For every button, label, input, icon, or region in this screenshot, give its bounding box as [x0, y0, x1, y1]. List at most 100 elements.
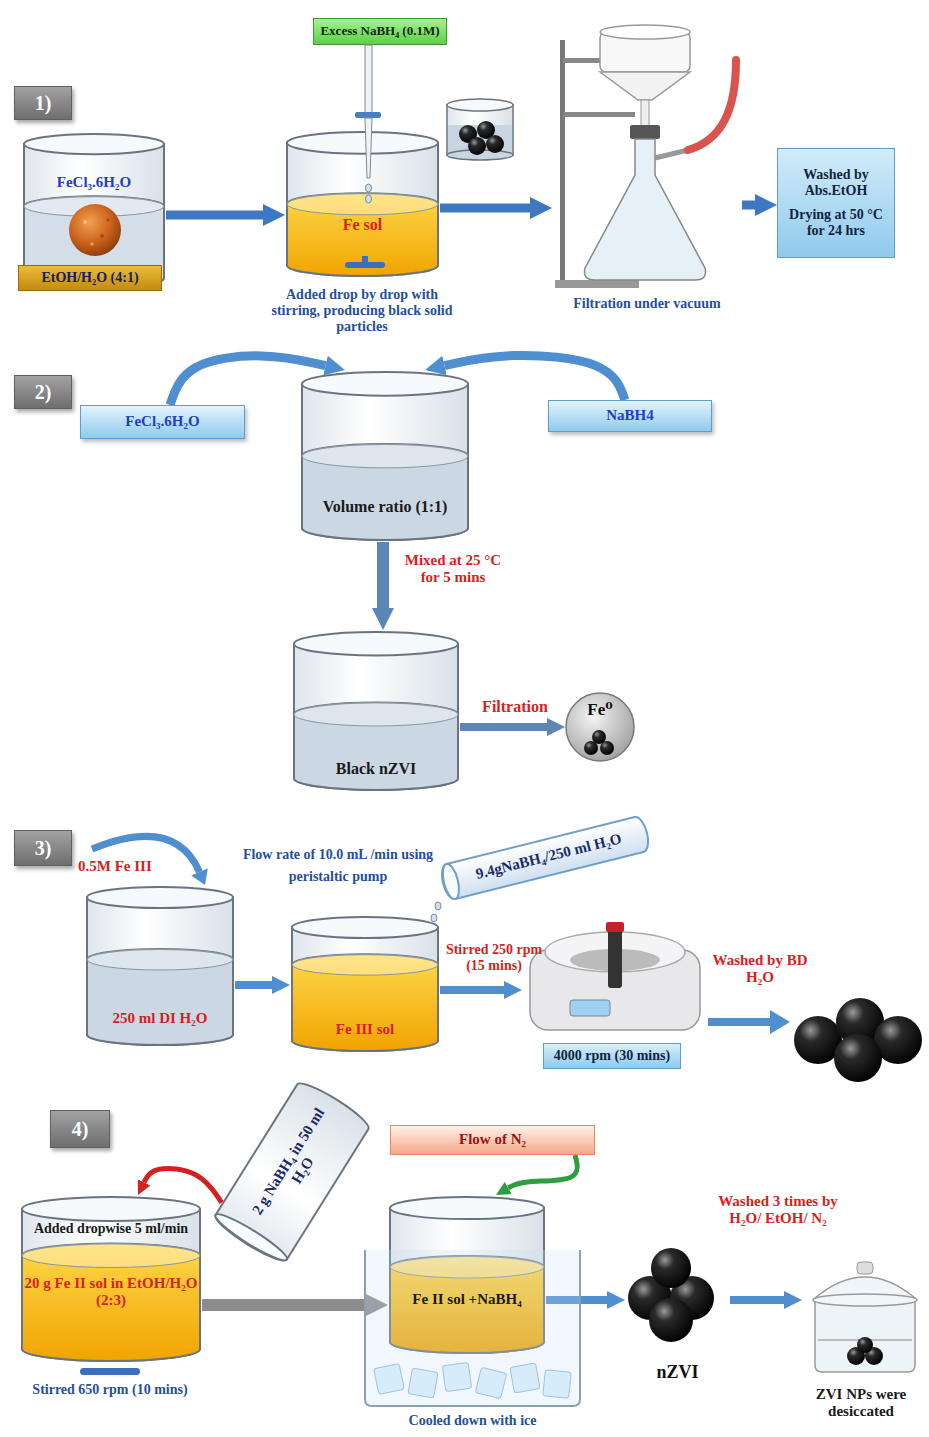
- desiccator: [813, 1262, 917, 1372]
- process-arrow: [166, 211, 263, 220]
- node-text: 250 ml DI H₂O: [113, 1010, 208, 1027]
- step-number: 1): [35, 92, 52, 115]
- desiccator: [847, 1347, 865, 1365]
- solvent-band: EtOH/H₂O (4:1): [18, 265, 162, 291]
- liquid: [302, 444, 468, 540]
- pouring-beaker: 2 g NaBH₄ in 50 ml H₂O: [210, 1077, 375, 1268]
- vacuum-filtration: [563, 112, 635, 117]
- nanoparticles: [628, 1248, 714, 1342]
- node-text: Excess NaBH₄ (0.1M): [320, 24, 439, 39]
- step-badge: 3): [14, 830, 72, 866]
- beaker-body: [287, 143, 438, 276]
- particle-beaker: [447, 99, 513, 111]
- edge-label: Mixed at 25 °C for 5 mins: [398, 552, 508, 587]
- process-arrow: [742, 201, 755, 210]
- stirrer-bar: [80, 1368, 140, 1375]
- liquid: [22, 1243, 200, 1361]
- feed-arrow: [191, 869, 208, 886]
- desiccator: ZVI NPs were desiccated: [802, 1250, 920, 1422]
- annotation: Washed by BD H₂O: [700, 952, 820, 987]
- particle-beaker: [447, 105, 513, 155]
- process-arrow: [445, 355, 625, 400]
- nanoparticles: [834, 1034, 882, 1082]
- ice-bath: [408, 1368, 438, 1398]
- tube-body: [211, 1078, 372, 1267]
- node-text: nZVI: [656, 1362, 698, 1383]
- beaker-rim: [22, 1197, 200, 1221]
- node-text: Fe⁰: [587, 700, 612, 720]
- edge-label: Washed 3 times by H₂O/ EtOH/ N₂: [708, 1193, 848, 1228]
- node-text: Washed by Abs.EtOH: [783, 167, 889, 199]
- particle-beaker: [448, 125, 512, 155]
- gas-box: Flow of N₂: [390, 1125, 595, 1155]
- node-text: Fe II sol +NaBH₄: [412, 1291, 521, 1308]
- desiccator: [818, 1339, 912, 1341]
- step-badge: 1): [14, 86, 72, 120]
- process-arrow: [460, 723, 547, 731]
- vacuum-filtration: [600, 72, 690, 100]
- beaker: 250 ml DI H₂O: [85, 885, 235, 1047]
- step-number: 3): [35, 837, 52, 860]
- wash-arrow: [770, 1010, 790, 1034]
- beaker-rim: [294, 632, 458, 656]
- node-text: Flow of N₂: [459, 1131, 526, 1148]
- particle-beaker: [447, 150, 513, 160]
- beaker-rim: [292, 917, 438, 938]
- liquid: [390, 1256, 544, 1353]
- node-text: FeCl₃.6H₂O: [125, 413, 199, 430]
- reagent-drops: [435, 902, 441, 910]
- node-text: Added dropwise 5 ml/min: [34, 1221, 188, 1237]
- node-text: Filtration under vacuum: [573, 296, 721, 312]
- nanoparticles: [794, 998, 922, 1082]
- beaker: Fe sol: [285, 130, 440, 278]
- liquid-surface: [292, 954, 438, 975]
- nanoparticles: [670, 1276, 714, 1320]
- vacuum-filtration: [641, 100, 649, 130]
- product-circle: Fe⁰: [565, 692, 635, 762]
- ice-bath: [510, 1363, 540, 1393]
- liquid-surface: [22, 1243, 200, 1267]
- node-text: 4000 rpm (30 mins): [543, 1043, 681, 1069]
- wash-arrow: [708, 1018, 772, 1026]
- liquid-surface: [302, 444, 468, 468]
- beaker-body: [292, 928, 438, 1051]
- beaker-rim: [287, 132, 438, 154]
- beaker: FeCl₃.6H₂OEtOH/H₂O (4:1): [22, 132, 166, 290]
- desiccator: [857, 1337, 873, 1353]
- vacuum-filtration: [600, 32, 690, 72]
- beaker-rim: [302, 372, 468, 396]
- beaker-rim: [87, 887, 233, 908]
- centrifuge: [570, 949, 660, 971]
- beaker: Volume ratio (1:1): [300, 370, 470, 542]
- beaker-body: [87, 898, 233, 1045]
- node-text: Fe sol: [343, 216, 383, 234]
- particle-beaker: [447, 99, 513, 160]
- nanoparticles: [874, 1016, 922, 1064]
- node-text: Volume ratio (1:1): [323, 498, 448, 516]
- centrifuge: [608, 928, 622, 988]
- desiccator: [857, 1262, 873, 1274]
- liquid-surface: [390, 1256, 544, 1278]
- product-particles: nZVI: [625, 1245, 730, 1385]
- process-arrow: [202, 1299, 364, 1311]
- ice-bath: [543, 1370, 572, 1399]
- burette: [355, 112, 381, 118]
- vacuum-filtration: [630, 125, 660, 139]
- particle-beaker: [486, 135, 504, 153]
- vacuum-filtration: [655, 150, 688, 158]
- circle-body: [566, 693, 634, 761]
- node-text: NaBH4: [606, 407, 654, 424]
- node-text: 20 g Fe II sol in EtOH/H₂O (2:3): [24, 1275, 198, 1310]
- particle-beaker: [459, 125, 477, 143]
- edge-label: Stirred 250 rpm (15 mins): [438, 942, 550, 974]
- process-arrow: [377, 542, 389, 608]
- step-badge: 2): [14, 375, 72, 409]
- edge-label: Filtration: [470, 698, 560, 716]
- beaker-rim: [390, 1197, 544, 1219]
- vacuum-filtration: [560, 40, 565, 282]
- liquid: [287, 193, 438, 276]
- centrifuge: [545, 932, 685, 972]
- process-arrow: [546, 1296, 607, 1304]
- liquid: [87, 949, 233, 1045]
- beaker-body: [390, 1208, 544, 1353]
